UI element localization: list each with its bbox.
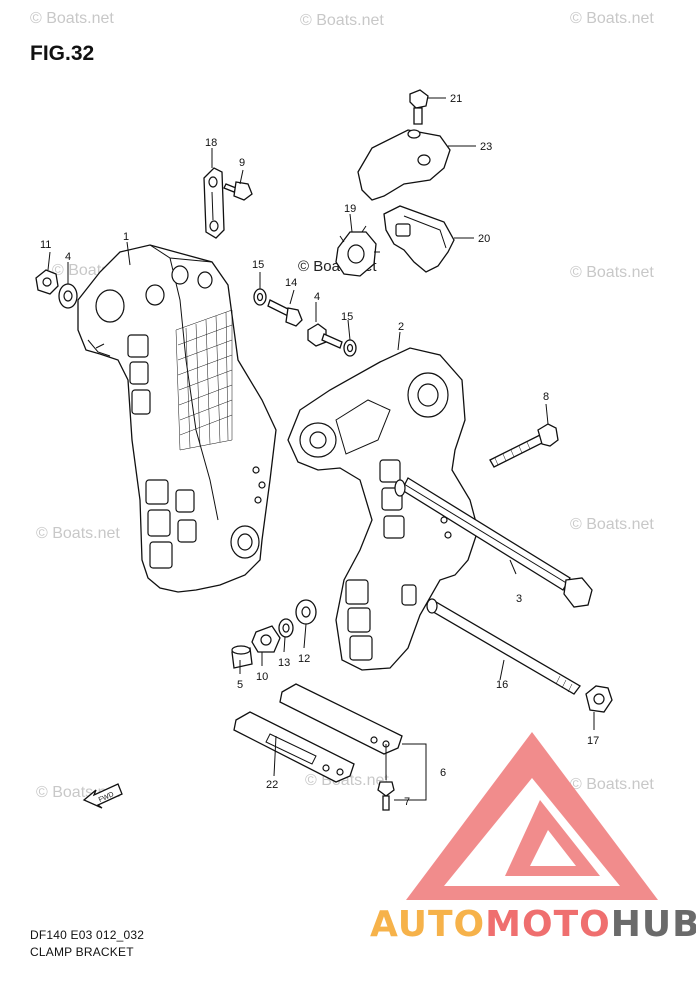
screw-7 xyxy=(377,781,395,811)
bolt-21 xyxy=(409,89,429,125)
plate-23 xyxy=(357,129,451,201)
nut-17 xyxy=(585,685,613,713)
watermark: © Boats.net xyxy=(570,776,654,793)
holder-20 xyxy=(383,205,455,273)
brand-triangle-logo xyxy=(406,732,658,900)
callout-6: 6 xyxy=(440,767,446,779)
callout-labels: 1 2 3 4 4 5 6 7 8 9 10 11 12 13 14 15 15… xyxy=(40,93,599,808)
callout-20: 20 xyxy=(478,233,490,245)
washer-13 xyxy=(278,618,294,638)
tilt-rod-16 xyxy=(426,598,581,695)
watermark: © Boats.net xyxy=(30,10,114,27)
washer-15-lower xyxy=(343,339,357,357)
bolt-4-right xyxy=(307,323,343,349)
callout-4: 4 xyxy=(65,251,71,263)
screw-9 xyxy=(223,181,253,201)
callout-16: 16 xyxy=(496,679,508,691)
through-tube xyxy=(394,477,593,608)
callout-22: 22 xyxy=(266,779,278,791)
brand-part-auto: AUTO xyxy=(370,904,486,945)
washer-4-left xyxy=(58,283,78,309)
callout-21: 21 xyxy=(450,93,462,105)
fwd-arrow-icon: FWD xyxy=(82,783,123,809)
diagram-code: DF140 E03 012_032 xyxy=(30,928,145,942)
nut-11 xyxy=(35,269,59,295)
watermark: © Boats.net xyxy=(36,525,120,542)
brand-wordmark: AUTOMOTOHUB xyxy=(370,904,696,945)
callout-10: 10 xyxy=(256,671,268,683)
callout-15: 15 xyxy=(341,311,353,323)
bolt-14 xyxy=(267,299,303,327)
callout-14: 14 xyxy=(285,277,297,289)
link-plate-18 xyxy=(203,167,225,239)
watermark: © Boats.net xyxy=(570,10,654,27)
leader-lines xyxy=(47,97,595,801)
watermark: © Boats.net xyxy=(570,516,654,533)
callout-12: 12 xyxy=(298,653,310,665)
callout-13: 13 xyxy=(278,657,290,669)
brand-part-moto: MOTO xyxy=(485,904,611,945)
callout-17: 17 xyxy=(587,735,599,747)
callout-2: 2 xyxy=(398,321,404,333)
callout-18: 18 xyxy=(205,137,217,149)
nut-10 xyxy=(251,625,281,653)
clamp-bracket-left xyxy=(77,244,277,593)
clamp-bracket-right xyxy=(287,347,479,671)
callout-23: 23 xyxy=(480,141,492,153)
washer-15-upper xyxy=(253,288,267,306)
callout-7: 7 xyxy=(404,796,410,808)
anode-plate-22 xyxy=(233,711,355,783)
cam-19 xyxy=(335,225,380,277)
washer-12 xyxy=(295,599,317,625)
brand-part-hub: HUB xyxy=(610,904,696,945)
diagram-caption: CLAMP BRACKET xyxy=(30,945,134,959)
watermark: © Boats.net xyxy=(570,264,654,281)
callout-1: 1 xyxy=(123,231,129,243)
callout-15: 15 xyxy=(252,259,264,271)
callout-11: 11 xyxy=(40,239,51,251)
bolt-8 xyxy=(489,423,559,468)
figure-title: FIG.32 xyxy=(30,42,95,65)
callout-4: 4 xyxy=(314,291,320,303)
bushing-5 xyxy=(231,645,253,669)
callout-19: 19 xyxy=(344,203,356,215)
callout-8: 8 xyxy=(543,391,549,403)
callout-9: 9 xyxy=(239,157,245,169)
watermark: © Boats.net xyxy=(300,12,384,29)
callout-5: 5 xyxy=(237,679,243,691)
callout-3: 3 xyxy=(516,593,522,605)
